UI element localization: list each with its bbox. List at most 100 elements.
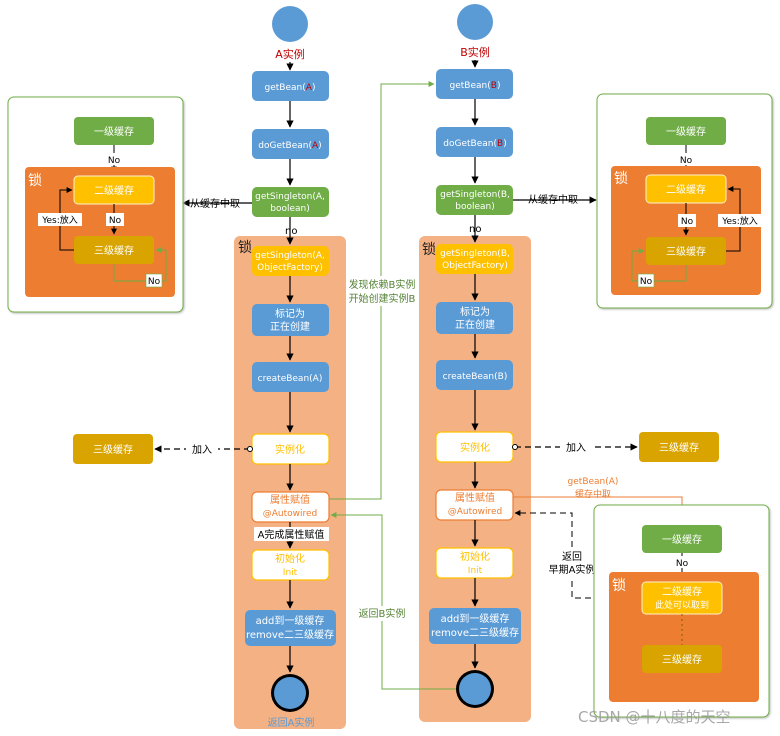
cache-panel-left: 一级缓存 No 锁 二级缓存 No 三级缓存 Yes:放入 No <box>7 96 184 313</box>
bottom-no-1: No <box>676 559 689 569</box>
a-lock-label: 锁 <box>238 240 252 256</box>
svg-text:标记为: 标记为 <box>275 308 305 320</box>
b-init-box[interactable]: 初始化 Init <box>435 547 514 579</box>
b-start-node <box>457 4 493 40</box>
svg-text:正在创建: 正在创建 <box>455 318 495 331</box>
a-mark-creating-box[interactable]: 标记为 正在创建 <box>252 304 329 336</box>
svg-text:getSingleton(B,: getSingleton(B, <box>440 190 510 200</box>
right-no-2: No <box>681 217 694 227</box>
b-lock-label: 锁 <box>422 242 436 258</box>
a-instantiate-box[interactable]: 实例化 <box>251 433 330 465</box>
right-second-cache: 二级缓存 <box>666 183 706 196</box>
svg-text:getBean(A): getBean(A) <box>265 83 316 93</box>
connector-b-return <box>330 512 456 690</box>
svg-text:ObjectFactory): ObjectFactory) <box>442 261 508 271</box>
getbean-a-label: getBean(A) <box>568 477 619 487</box>
right-lock-label: 锁 <box>614 171 628 187</box>
svg-text:三级缓存: 三级缓存 <box>659 441 699 454</box>
svg-text:实例化: 实例化 <box>460 441 490 454</box>
a-getsingleton-factory-box[interactable]: getSingleton(A, ObjectFactory) <box>252 246 329 276</box>
a-add-first-cache-box[interactable]: add到一级缓存 remove二三级缓存 <box>245 610 336 646</box>
b-add-first-cache-box[interactable]: add到一级缓存 remove二三级缓存 <box>429 608 521 644</box>
b-instantiate-box[interactable]: 实例化 <box>435 431 514 463</box>
svg-text:初始化: 初始化 <box>460 550 490 563</box>
b-no-label: no <box>469 224 481 235</box>
a-init-box[interactable]: 初始化 Init <box>251 549 330 581</box>
svg-text:Init: Init <box>283 568 298 578</box>
b-getsingleton-boolean-box[interactable]: getSingleton(B, boolean) <box>436 185 513 215</box>
a-from-cache-label: 从缓存中取 <box>190 197 240 210</box>
svg-text:属性赋值: 属性赋值 <box>455 491 495 504</box>
a-third-cache-target: 三级缓存 <box>73 434 153 464</box>
a-getbean-box[interactable]: getBean(A) <box>252 71 329 101</box>
svg-text:三级缓存: 三级缓存 <box>93 443 133 456</box>
left-no-3: No <box>148 277 161 287</box>
a-end-node <box>271 674 309 712</box>
svg-text:add到一级缓存: add到一级缓存 <box>441 612 510 625</box>
cache-panel-right: 一级缓存 No 锁 二级缓存 No 三级缓存 Yes:放入 No <box>596 93 773 309</box>
right-no-3: No <box>640 277 653 287</box>
svg-text:add到一级缓存: add到一级缓存 <box>256 614 325 627</box>
b-populate-box[interactable]: 属性赋值 @Autowired <box>435 489 514 521</box>
left-first-cache: 一级缓存 <box>94 125 134 138</box>
bottom-third-cache: 三级缓存 <box>662 653 702 666</box>
left-lock-label: 锁 <box>28 173 42 189</box>
svg-text:@Autowired: @Autowired <box>263 509 318 519</box>
bottom-second-cache: 二级缓存 <box>662 585 702 598</box>
a-start-node <box>272 6 308 42</box>
svg-text:getSingleton(B,: getSingleton(B, <box>440 249 510 259</box>
b-title: B实例 <box>460 45 490 59</box>
b-mark-creating-box[interactable]: 标记为 正在创建 <box>436 302 513 334</box>
svg-text:getSingleton(A,: getSingleton(A, <box>255 192 325 202</box>
svg-text:此处可以取到: 此处可以取到 <box>655 599 709 611</box>
svg-text:开始创建实例B: 开始创建实例B <box>349 292 416 305</box>
a-dogetbean-box[interactable]: doGetBean(A) <box>252 129 329 159</box>
a-createbean-box[interactable]: createBean(A) <box>252 362 329 392</box>
svg-text:boolean): boolean) <box>270 204 310 214</box>
svg-text:属性赋值: 属性赋值 <box>270 493 310 506</box>
b-dogetbean-box[interactable]: doGetBean(B) <box>436 127 513 157</box>
right-third-cache: 三级缓存 <box>666 245 706 258</box>
cache-panel-bottom: 一级缓存 No 锁 二级缓存 此处可以取到 三级缓存 <box>593 504 770 718</box>
left-third-cache: 三级缓存 <box>94 244 134 257</box>
svg-text:实例化: 实例化 <box>275 443 305 456</box>
svg-text:doGetBean(B): doGetBean(B) <box>443 139 506 149</box>
svg-text:createBean(B): createBean(B) <box>443 372 508 382</box>
b-from-cache-label: 从缓存中取 <box>528 193 578 206</box>
svg-text:@Autowired: @Autowired <box>448 507 503 517</box>
a-return-label: 返回A实例 <box>268 716 315 729</box>
left-second-cache: 二级缓存 <box>94 184 134 197</box>
left-no-1: No <box>108 156 121 166</box>
svg-text:getBean(B): getBean(B) <box>450 81 501 91</box>
svg-text:remove二三级缓存: remove二三级缓存 <box>246 628 334 641</box>
b-createbean-box[interactable]: createBean(B) <box>436 360 513 390</box>
left-no-2: No <box>109 216 122 226</box>
b-getbean-box[interactable]: getBean(B) <box>436 69 513 99</box>
svg-text:标记为: 标记为 <box>460 306 490 318</box>
left-yes-put: Yes:放入 <box>41 214 78 226</box>
right-no-1: No <box>680 156 693 166</box>
right-first-cache: 一级缓存 <box>666 125 706 138</box>
svg-text:正在创建: 正在创建 <box>270 320 310 333</box>
a-populate-box[interactable]: 属性赋值 @Autowired <box>251 491 330 523</box>
svg-text:Init: Init <box>468 566 483 576</box>
a-title: A实例 <box>275 47 305 61</box>
bottom-lock-label: 锁 <box>612 578 626 594</box>
right-yes-put: Yes:放入 <box>721 215 758 227</box>
b-getsingleton-factory-box[interactable]: getSingleton(B, ObjectFactory) <box>436 244 513 274</box>
svg-text:doGetBean(A): doGetBean(A) <box>258 141 321 151</box>
a-no-label: no <box>285 226 297 237</box>
svg-text:缓存中取: 缓存中取 <box>575 488 611 500</box>
svg-text:getSingleton(A,: getSingleton(A, <box>255 251 325 261</box>
b-end-node <box>456 670 494 708</box>
a-add-label: 加入 <box>192 444 212 456</box>
bottom-first-cache: 一级缓存 <box>662 533 702 546</box>
svg-text:remove二三级缓存: remove二三级缓存 <box>431 626 519 639</box>
a-populate-done-label: A完成属性赋值 <box>258 528 325 541</box>
svg-text:boolean): boolean) <box>455 202 495 212</box>
return-b-label: 返回B实例 <box>359 607 406 620</box>
a-getsingleton-boolean-box[interactable]: getSingleton(A, boolean) <box>252 187 329 217</box>
b-third-cache-target: 三级缓存 <box>639 432 719 462</box>
b-add-label: 加入 <box>566 442 586 454</box>
